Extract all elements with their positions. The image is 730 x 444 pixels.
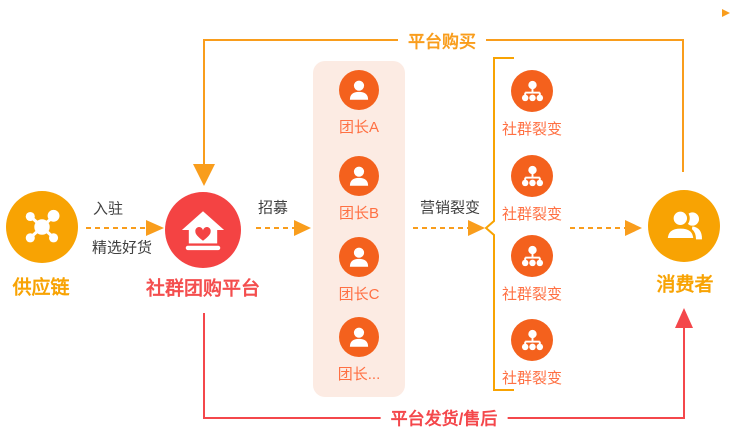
consumer-label: 消费者: [656, 274, 714, 296]
home-heart-icon: [181, 211, 225, 251]
fission-circle: [511, 155, 553, 197]
fission-label: 社群裂变: [501, 206, 562, 223]
fission-item: 社群裂变: [497, 319, 567, 388]
supply-chain-label: 供应链: [12, 277, 70, 299]
recruit-label: 招募: [257, 199, 289, 217]
fission-label: 社群裂变: [501, 286, 562, 303]
selected-goods-label: 精选好货: [91, 239, 153, 257]
org-tree-icon: [521, 329, 543, 350]
leader-panel: 团长A 团长B 团长C: [313, 61, 405, 397]
reach-arrowhead-icon: [625, 220, 642, 236]
purchase-flow-label: 平台购买: [398, 27, 486, 53]
leader-item: 团长C: [313, 237, 405, 304]
leader-item: 团长A: [313, 70, 405, 137]
purchase-route-line: [203, 39, 684, 172]
network-icon: [25, 209, 60, 243]
fission-label: 社群裂变: [501, 121, 562, 138]
fission-circle: [511, 70, 553, 112]
org-tree-icon: [521, 165, 543, 186]
delivery-arrowhead-up-icon: [675, 308, 693, 328]
leader-item: 团长B: [313, 156, 405, 223]
recruit-arrowhead-icon: [294, 220, 311, 236]
purchase-arrowhead-down-icon: [193, 164, 215, 186]
person-icon: [349, 247, 369, 267]
marketing-arrowhead-icon: [468, 220, 485, 236]
leader-avatar-circle: [339, 156, 379, 196]
leader-item: 团长...: [313, 317, 405, 384]
leader-label: 团长B: [338, 205, 379, 222]
leader-avatar-circle: [339, 70, 379, 110]
platform-label: 社群团购平台: [145, 278, 261, 300]
person-icon: [349, 166, 369, 186]
delivery-route-line: [203, 313, 685, 419]
fission-item: 社群裂变: [497, 70, 567, 139]
settle-arrowhead-icon: [146, 220, 164, 236]
split-bracket: [484, 57, 514, 391]
fission-circle: [511, 319, 553, 361]
org-tree-icon: [521, 80, 543, 101]
marketing-fission-label: 营销裂变: [419, 199, 481, 217]
platform-node: [165, 192, 241, 268]
leader-label: 团长A: [338, 119, 379, 136]
delivery-flow-label: 平台发货/售后: [380, 404, 508, 430]
leader-avatar-circle: [339, 317, 379, 357]
fission-item: 社群裂变: [497, 235, 567, 304]
fission-circle: [511, 235, 553, 277]
fission-label: 社群裂变: [501, 370, 562, 387]
person-icon: [349, 80, 369, 100]
supply-chain-node: [6, 191, 78, 263]
leader-label: 团长C: [338, 286, 380, 303]
leader-avatar-circle: [339, 237, 379, 277]
org-tree-icon: [521, 245, 543, 266]
person-icon: [349, 327, 369, 347]
leader-label: 团长...: [337, 366, 381, 383]
people-icon: [665, 208, 702, 241]
settle-in-label: 入驻: [92, 200, 124, 218]
fission-item: 社群裂变: [497, 155, 567, 224]
corner-mini-arrow-icon: [722, 9, 730, 17]
consumer-node: [648, 190, 720, 262]
